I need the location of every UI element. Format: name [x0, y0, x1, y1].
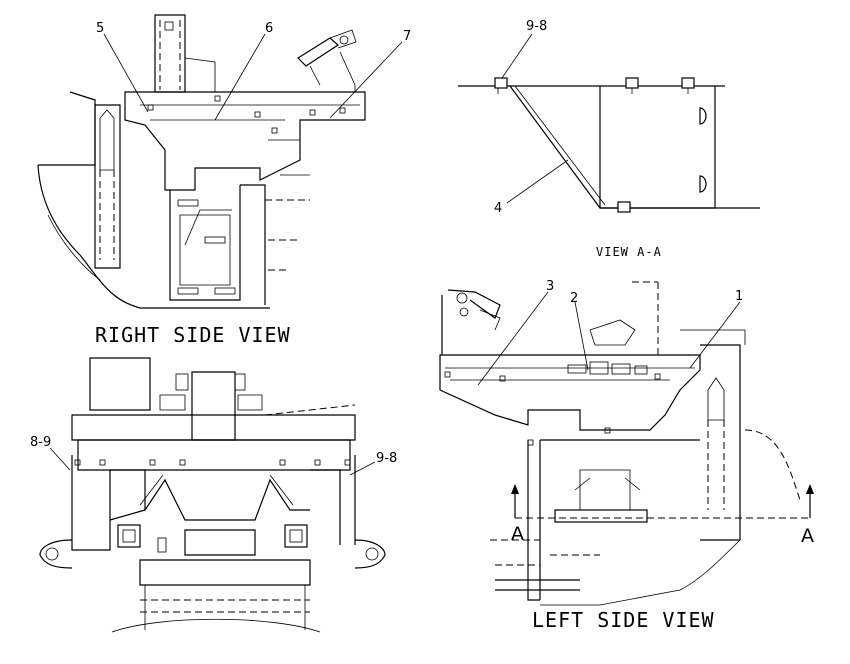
callout-8-9: 8-9 [30, 435, 51, 450]
callout-9-8-rear: 9-8 [376, 451, 397, 466]
section-label-a-left: A [511, 523, 524, 545]
callout-4: 4 [494, 201, 502, 216]
callout-6: 6 [265, 21, 273, 36]
section-label-a-right: A [801, 525, 814, 547]
callout-1: 1 [735, 289, 743, 304]
callout-5: 5 [96, 21, 104, 36]
callout-2: 2 [570, 291, 578, 306]
rear-view: 8-9 9-8 [30, 357, 397, 633]
view-aa: 9-8 4 VIEW A-A [458, 19, 760, 259]
left-side-view-title: LEFT SIDE VIEW [532, 608, 715, 632]
right-side-view: 5 6 7 RIGHT SIDE VIEW [37, 14, 411, 347]
callout-3: 3 [546, 279, 554, 294]
callout-9-8-view-aa: 9-8 [526, 19, 547, 34]
right-side-view-title: RIGHT SIDE VIEW [95, 323, 291, 347]
left-side-view: 3 2 1 A A LEFT SIDE VIEW [439, 279, 814, 632]
callout-7: 7 [403, 29, 411, 44]
view-aa-title: VIEW A-A [596, 245, 662, 259]
